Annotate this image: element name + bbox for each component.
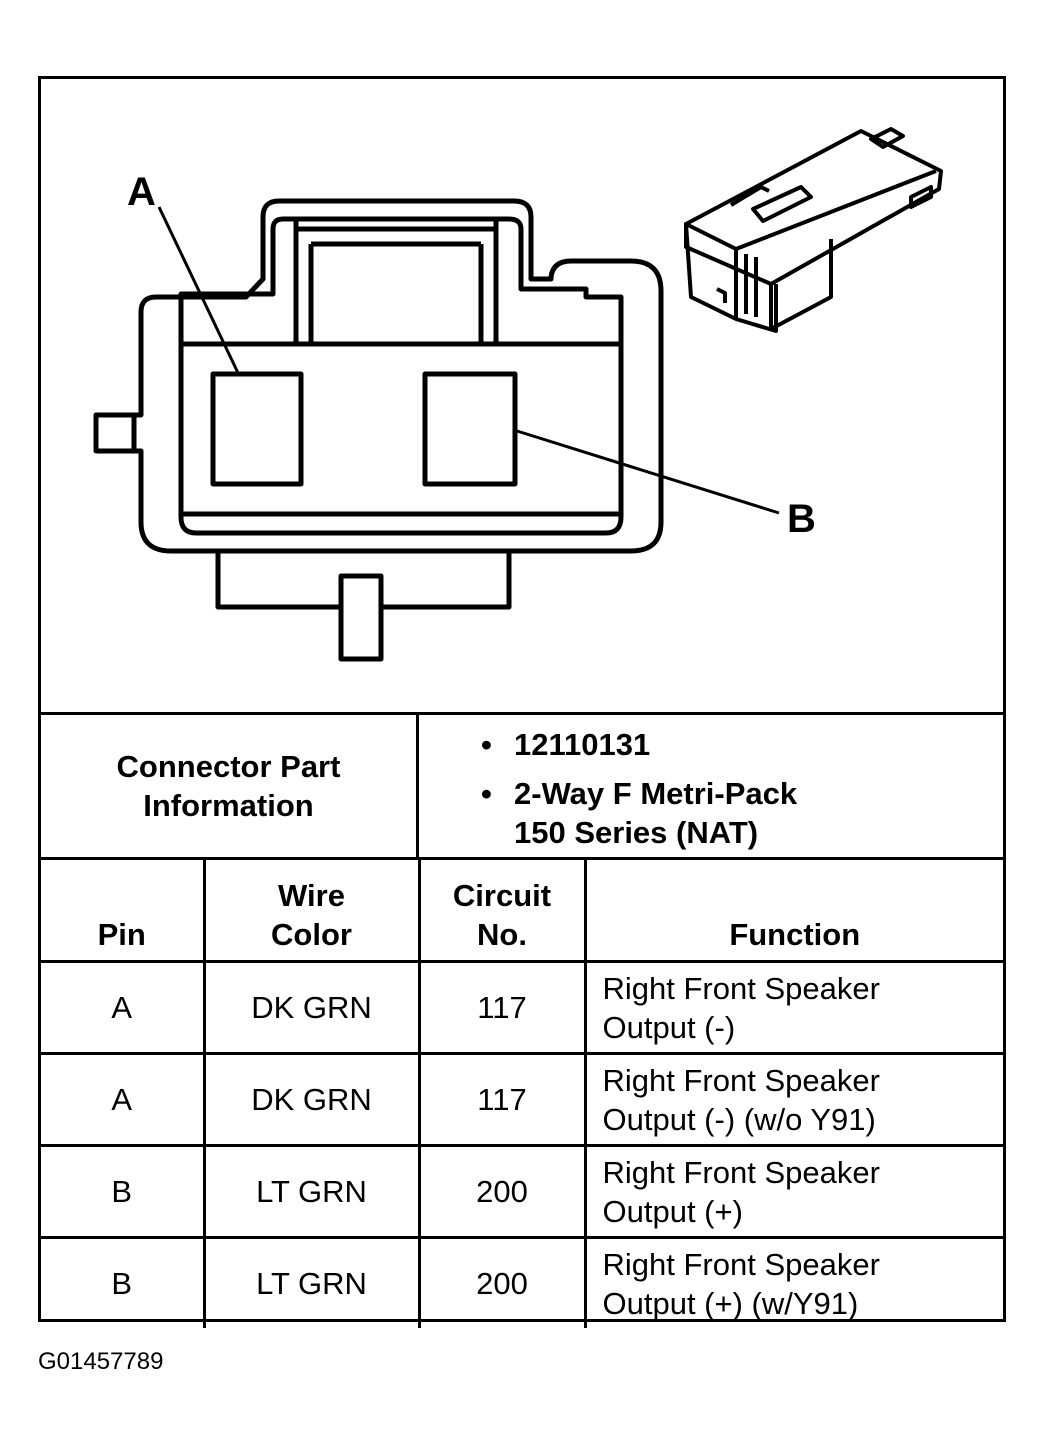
header-function: Function bbox=[583, 857, 1003, 963]
part-info-label-line1: Connector Part bbox=[116, 749, 341, 784]
table-row: B LT GRN 200 Right Front Speaker Output … bbox=[41, 1236, 1003, 1328]
cell-circuit: 200 bbox=[417, 1236, 587, 1328]
connector-part-info: Connector Part Information • 12110131 • … bbox=[41, 712, 1003, 857]
diagram-frame: A B Connector Part Information • 1211013… bbox=[38, 76, 1006, 1328]
cell-wire-color: DK GRN bbox=[202, 1052, 421, 1147]
part-info-values: • 12110131 • 2-Way F Metri-Pack 150 Seri… bbox=[419, 715, 1003, 857]
header-circuit-no: Circuit No. bbox=[417, 857, 587, 963]
bullet-icon: • bbox=[481, 776, 492, 811]
cell-wire-color: LT GRN bbox=[202, 1144, 421, 1239]
pin-b-callout: B bbox=[787, 497, 816, 541]
table-header-row: Pin Wire Color Circuit No. Function bbox=[41, 857, 1003, 963]
cell-circuit: 117 bbox=[417, 960, 587, 1055]
cell-pin: A bbox=[41, 1052, 206, 1147]
cell-circuit: 117 bbox=[417, 1052, 587, 1147]
cell-wire-color: DK GRN bbox=[202, 960, 421, 1055]
cell-circuit: 200 bbox=[417, 1144, 587, 1239]
part-number: 12110131 bbox=[514, 727, 651, 762]
figure-id: G01457789 bbox=[38, 1348, 164, 1375]
cell-function: Right Front Speaker Output (-) bbox=[583, 960, 1003, 1055]
header-pin: Pin bbox=[41, 857, 206, 963]
connector-3d-view-icon bbox=[684, 127, 943, 333]
pin-table: Pin Wire Color Circuit No. Function A DK… bbox=[41, 857, 1003, 1328]
table-row: A DK GRN 117 Right Front Speaker Output … bbox=[41, 960, 1003, 1055]
cell-function: Right Front Speaker Output (+) bbox=[583, 1144, 1003, 1239]
cell-function: Right Front Speaker Output (-) (w/o Y91) bbox=[583, 1052, 1003, 1147]
cell-function: Right Front Speaker Output (+) (w/Y91) bbox=[583, 1236, 1003, 1328]
connector-diagram: A B bbox=[41, 79, 1003, 712]
part-description: 2-Way F Metri-Pack bbox=[514, 776, 798, 811]
pin-a-callout: A bbox=[127, 170, 156, 214]
bullet-icon: • bbox=[481, 727, 492, 762]
cell-pin: A bbox=[41, 960, 206, 1055]
table-row: B LT GRN 200 Right Front Speaker Output … bbox=[41, 1144, 1003, 1239]
part-info-label-line2: Information bbox=[143, 788, 314, 823]
cell-pin: B bbox=[41, 1236, 206, 1328]
part-info-label: Connector Part Information bbox=[41, 715, 419, 857]
header-wire-color: Wire Color bbox=[202, 857, 421, 963]
connector-face-view-icon bbox=[93, 127, 943, 662]
cell-wire-color: LT GRN bbox=[202, 1236, 421, 1328]
cell-pin: B bbox=[41, 1144, 206, 1239]
part-series: 150 Series (NAT) bbox=[514, 815, 759, 850]
table-row: A DK GRN 117 Right Front Speaker Output … bbox=[41, 1052, 1003, 1147]
